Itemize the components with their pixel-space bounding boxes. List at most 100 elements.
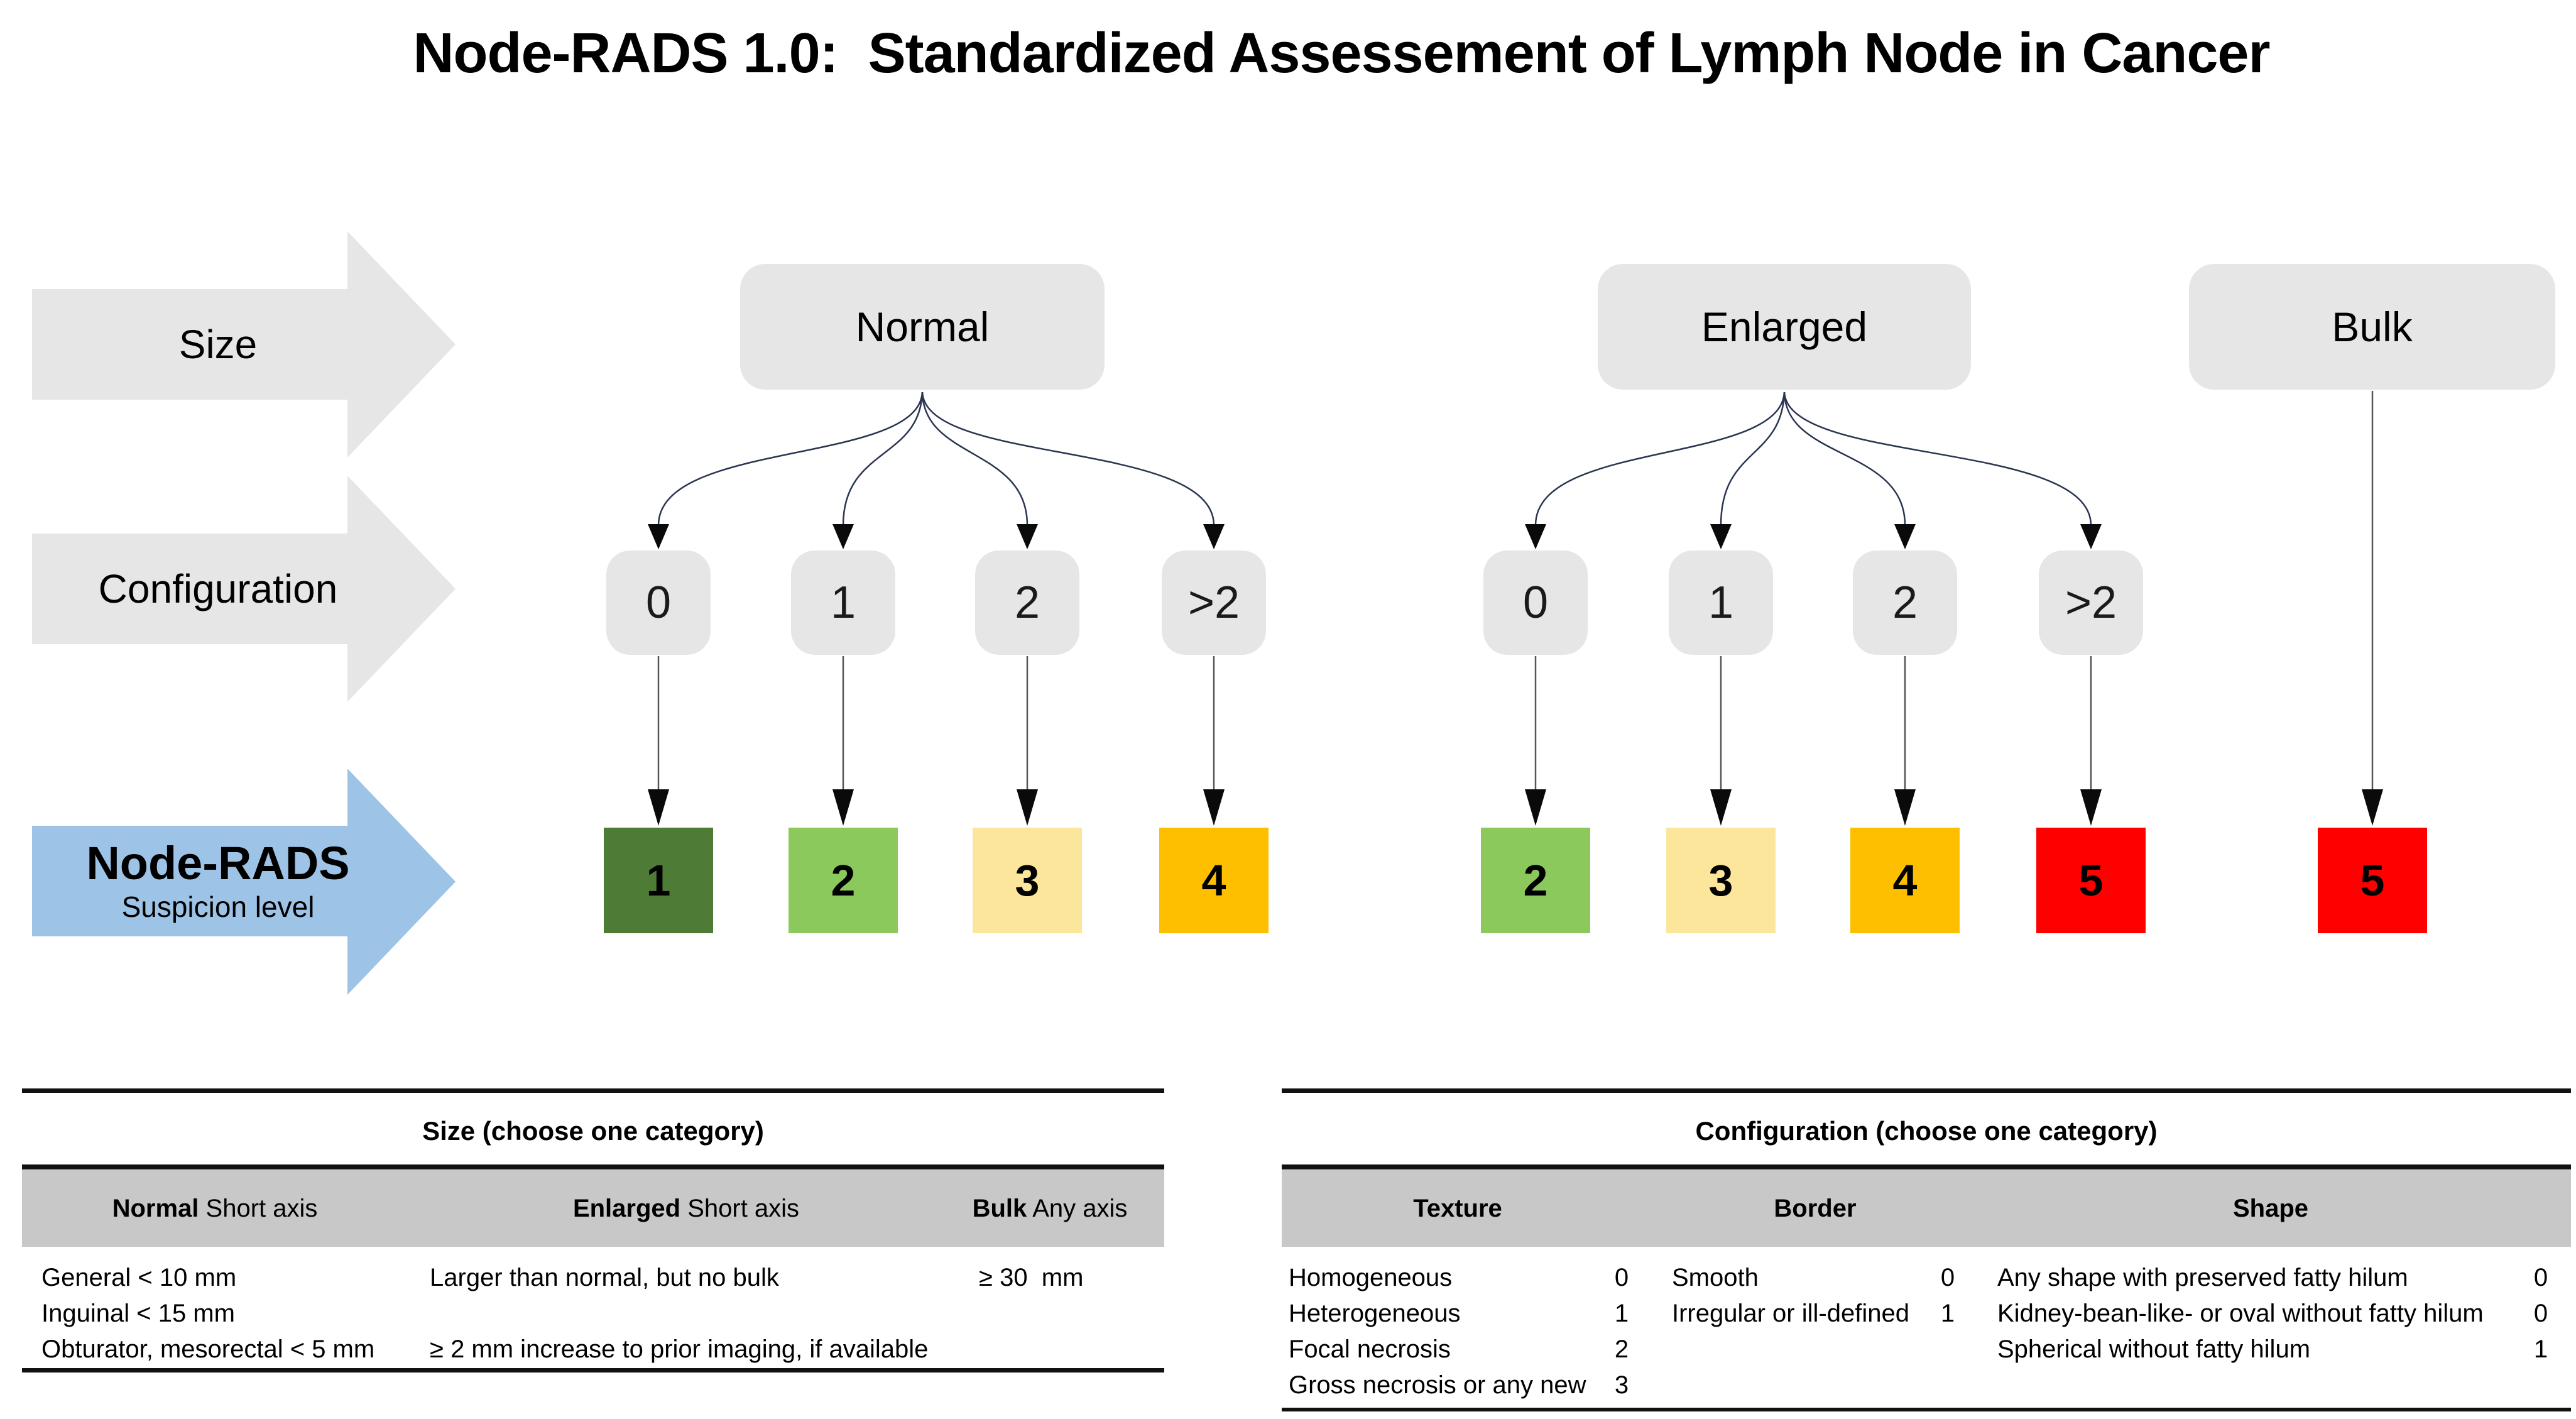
- texture-score: 1: [1614, 1300, 1629, 1327]
- normal-fan-connectors: [657, 392, 1215, 526]
- size-table-top-rule: [22, 1088, 1164, 1093]
- suspicion-value: 5: [2360, 856, 2385, 905]
- size-stage-text: Size: [178, 322, 258, 367]
- texture-label: Homogeneous: [1289, 1264, 1453, 1291]
- shape-score: 0: [2533, 1264, 2548, 1291]
- border-label: Irregular or ill-defined: [1672, 1300, 1909, 1327]
- texture-label: Gross necrosis or any new: [1289, 1371, 1586, 1399]
- config-table-title: Configuration (choose one category): [1695, 1116, 2158, 1146]
- config-header-shape: Shape: [2232, 1194, 2309, 1222]
- node-rads-stage-text: Node-RADS: [86, 837, 350, 889]
- shape-score: 1: [2533, 1335, 2548, 1363]
- suspicion-box-normal-4: 4: [1159, 828, 1269, 933]
- shape-label: Spherical without fatty hilum: [1997, 1335, 2311, 1363]
- suspicion-value: 2: [1523, 856, 1548, 905]
- texture-score: 3: [1614, 1371, 1629, 1399]
- shape-label: Any shape with preserved fatty hilum: [1997, 1264, 2408, 1291]
- border-score: 1: [1940, 1300, 1955, 1327]
- configuration-stage-label: Configuration: [32, 534, 404, 644]
- drop-arrowhead-icons: [648, 789, 2383, 826]
- size-header-bulk: Bulk Any axis: [937, 1170, 1163, 1247]
- size-cell-general: General < 10 mm: [41, 1264, 237, 1291]
- config-table-header-rule: [1282, 1164, 2571, 1170]
- config-node-label: 0: [1522, 578, 1549, 628]
- config-node-label: >2: [1187, 578, 1240, 628]
- suspicion-box-normal-3: 3: [973, 828, 1082, 933]
- config-table-header-band: [1282, 1170, 2571, 1247]
- shape-label: Kidney-bean-like- or oval without fatty …: [1997, 1300, 2484, 1327]
- enlarged-fan-connectors: [1534, 392, 2092, 526]
- suspicion-box-enlarged-3: 3: [1666, 828, 1776, 933]
- size-stage-label: Size: [32, 289, 404, 400]
- texture-score: 2: [1614, 1335, 1629, 1363]
- texture-label: Focal necrosis: [1289, 1335, 1451, 1363]
- suspicion-value: 4: [1201, 856, 1226, 905]
- config-table-top-rule: [1282, 1088, 2571, 1093]
- config-node-enlarged-0: 0: [1483, 551, 1588, 655]
- config-node-enlarged-1: 1: [1669, 551, 1773, 655]
- config-table-bottom-rule: [1282, 1408, 2571, 1411]
- size-table-bottom-rule: [22, 1368, 1164, 1372]
- suspicion-box-normal-2: 2: [789, 828, 898, 933]
- normal-node-label: Normal: [855, 304, 990, 350]
- suspicion-value: 5: [2078, 856, 2104, 905]
- header-rest: Short axis: [680, 1194, 800, 1222]
- header-bold: Bulk: [972, 1194, 1027, 1222]
- bulk-node: Bulk: [2189, 264, 2555, 390]
- size-cell-obturator: Obturator, mesorectal < 5 mm: [41, 1335, 375, 1363]
- size-table-header-rule: [22, 1164, 1164, 1170]
- suspicion-box-enlarged-4: 4: [1850, 828, 1960, 933]
- suspicion-box-enlarged-5: 5: [2036, 828, 2146, 933]
- size-header-normal: Normal Short axis: [89, 1170, 341, 1247]
- suspicion-value: 3: [1708, 856, 1733, 905]
- config-node-label: 1: [1708, 578, 1734, 628]
- size-header-enlarged: Enlarged Short axis: [560, 1170, 812, 1247]
- config-node-normal-0: 0: [606, 551, 711, 655]
- size-cell-larger: Larger than normal, but no bulk: [430, 1264, 779, 1291]
- size-table-title: Size (choose one category): [422, 1116, 764, 1146]
- border-label: Smooth: [1672, 1264, 1759, 1291]
- header-bold: Enlarged: [572, 1194, 681, 1222]
- header-rest: Short axis: [199, 1194, 318, 1222]
- enlarged-node: Enlarged: [1598, 264, 1971, 390]
- border-score: 0: [1940, 1264, 1955, 1291]
- suspicion-value: 4: [1892, 856, 1918, 905]
- header-rest: Any axis: [1027, 1194, 1128, 1222]
- texture-label: Heterogeneous: [1289, 1300, 1461, 1327]
- config-node-label: >2: [2065, 578, 2117, 628]
- enlarged-node-label: Enlarged: [1701, 304, 1868, 350]
- bulk-node-label: Bulk: [2332, 304, 2413, 350]
- config-node-label: 0: [645, 578, 672, 628]
- suspicion-level-text: Suspicion level: [121, 890, 315, 923]
- config-header-border: Border: [1774, 1194, 1857, 1222]
- config-node-label: 1: [830, 578, 856, 628]
- config-node-enlarged-2: 2: [1853, 551, 1957, 655]
- normal-node: Normal: [740, 264, 1105, 390]
- texture-score: 0: [1614, 1264, 1629, 1291]
- size-table-header-band: [22, 1170, 1164, 1247]
- suspicion-value: 2: [831, 856, 856, 905]
- size-table: Size (choose one category) Normal Short …: [22, 1084, 1164, 1379]
- shape-score: 0: [2533, 1300, 2548, 1327]
- suspicion-box-normal-1: 1: [604, 828, 713, 933]
- figure-title: Node-RADS 1.0: Standardized Assessement …: [413, 22, 2271, 85]
- configuration-table: Configuration (choose one category) Text…: [1282, 1084, 2571, 1419]
- header-bold: Normal: [112, 1194, 199, 1222]
- config-node-normal-gt2: >2: [1162, 551, 1266, 655]
- size-cell-inguinal: Inguinal < 15 mm: [41, 1300, 235, 1327]
- configuration-stage-text: Configuration: [98, 566, 338, 611]
- config-node-normal-2: 2: [975, 551, 1079, 655]
- config-node-label: 2: [1892, 578, 1918, 628]
- suspicion-value: 3: [1015, 856, 1040, 905]
- config-node-enlarged-gt2: >2: [2039, 551, 2143, 655]
- node-rads-stage-label: Node-RADS Suspicion level: [32, 826, 404, 936]
- config-node-normal-1: 1: [791, 551, 895, 655]
- suspicion-value: 1: [646, 856, 671, 905]
- config-node-label: 2: [1014, 578, 1040, 628]
- suspicion-box-bulk-5: 5: [2318, 828, 2427, 933]
- size-cell-bulk-mm: ≥ 30 mm: [979, 1264, 1084, 1291]
- suspicion-box-enlarged-2: 2: [1481, 828, 1590, 933]
- size-cell-increase: ≥ 2 mm increase to prior imaging, if ava…: [430, 1335, 929, 1363]
- fan-arrowhead-icons: [648, 524, 2102, 549]
